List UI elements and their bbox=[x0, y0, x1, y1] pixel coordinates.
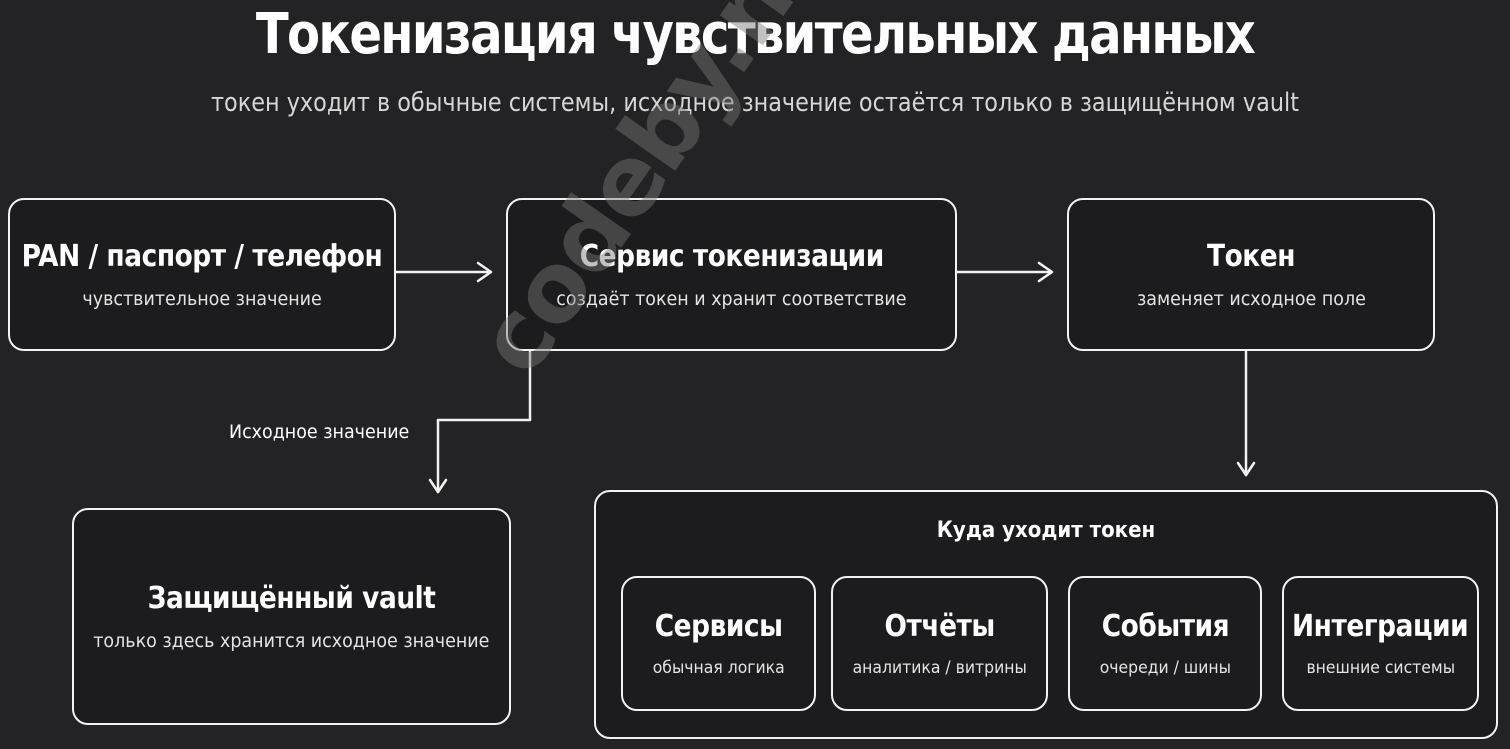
node-subtitle: чувствительное значение bbox=[82, 288, 322, 310]
node-title: Токен bbox=[1206, 239, 1295, 274]
destination-events: События очереди / шины bbox=[1068, 576, 1262, 711]
node-title: Защищённый vault bbox=[147, 581, 436, 616]
node-token: Токен заменяет исходное поле bbox=[1067, 198, 1435, 351]
node-subtitle: создаёт токен и хранит соответствие bbox=[556, 288, 907, 310]
page-subtitle: токен уходит в обычные системы, исходное… bbox=[210, 88, 1299, 118]
destination-subtitle: обычная логика bbox=[652, 658, 785, 678]
node-subtitle: только здесь хранится исходное значение bbox=[93, 630, 490, 652]
destinations-heading: Куда уходит токен bbox=[936, 518, 1156, 543]
destination-subtitle: очереди / шины bbox=[1099, 658, 1231, 678]
node-title: Сервис токенизации bbox=[579, 239, 884, 274]
destination-reports: Отчёты аналитика / витрины bbox=[831, 576, 1048, 711]
destination-services: Сервисы обычная логика bbox=[621, 576, 816, 711]
destination-title: Сервисы bbox=[654, 609, 783, 644]
node-title: PAN / паспорт / телефон bbox=[21, 239, 383, 274]
page-title: Токенизация чувствительных данных bbox=[255, 2, 1256, 67]
destination-subtitle: аналитика / витрины bbox=[852, 658, 1027, 678]
node-tokenization-service: Сервис токенизации создаёт токен и храни… bbox=[506, 198, 957, 351]
arrow-service-to-vault bbox=[436, 349, 532, 494]
node-secure-vault: Защищённый vault только здесь хранится и… bbox=[72, 508, 511, 725]
destination-integrations: Интеграции внешние системы bbox=[1282, 576, 1479, 711]
node-subtitle: заменяет исходное поле bbox=[1136, 288, 1366, 310]
destination-title: События bbox=[1101, 609, 1229, 644]
destination-subtitle: внешние системы bbox=[1306, 658, 1455, 678]
destination-title: Отчёты bbox=[884, 609, 995, 644]
edge-label-original-value: Исходное значение bbox=[229, 421, 410, 443]
destination-title: Интеграции bbox=[1292, 609, 1469, 644]
node-sensitive-source: PAN / паспорт / телефон чувствительное з… bbox=[8, 198, 396, 351]
